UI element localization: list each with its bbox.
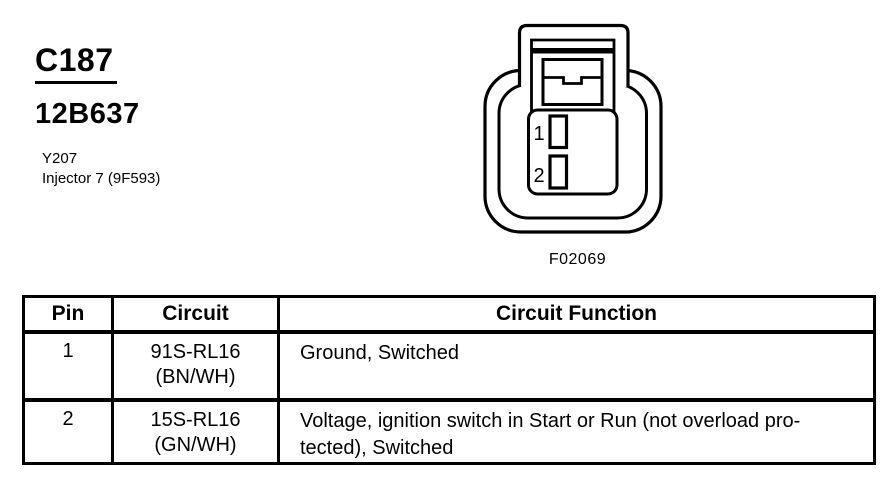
circuit-function-cell: Voltage, ignition switch in Start or Run… xyxy=(277,398,876,465)
column-header-circuit: Circuit xyxy=(111,295,280,334)
component-name: Injector 7 (9F593) xyxy=(42,170,161,187)
latch-beam xyxy=(541,58,604,106)
circuit-function-cell: Ground, Switched xyxy=(277,330,876,402)
connector-id-title: C187 xyxy=(35,44,117,84)
pin-2-slot xyxy=(548,154,569,190)
table-row: 1 91S-RL16 (BN/WH) Ground, Switched xyxy=(22,330,876,402)
table-row: 2 15S-RL16 (GN/WH) Voltage, ignition swi… xyxy=(22,398,876,465)
pin-cell: 1 xyxy=(22,330,114,402)
latch-crossbar xyxy=(531,48,614,54)
pin-cell: 2 xyxy=(22,398,114,465)
connector-face-diagram: 1 2 xyxy=(483,23,663,234)
column-header-circuit-function: Circuit Function xyxy=(277,295,876,334)
pin-1-slot xyxy=(548,114,569,150)
component-code: Y207 xyxy=(42,150,78,167)
figure-code: F02069 xyxy=(548,251,607,268)
pin-1-label: 1 xyxy=(533,123,544,145)
component-block: Y207 Injector 7 (9F593) xyxy=(42,149,160,189)
pinout-table: Pin Circuit Circuit Function 1 91S-RL16 … xyxy=(22,295,876,465)
pin-2-label: 2 xyxy=(533,165,544,187)
latch-notch xyxy=(543,76,602,85)
circuit-cell: 15S-RL16 (GN/WH) xyxy=(111,398,280,465)
table-header-row: Pin Circuit Circuit Function xyxy=(22,295,876,334)
column-header-pin: Pin xyxy=(22,295,114,334)
part-number: 12B637 xyxy=(35,98,140,130)
circuit-cell: 91S-RL16 (BN/WH) xyxy=(111,330,280,402)
